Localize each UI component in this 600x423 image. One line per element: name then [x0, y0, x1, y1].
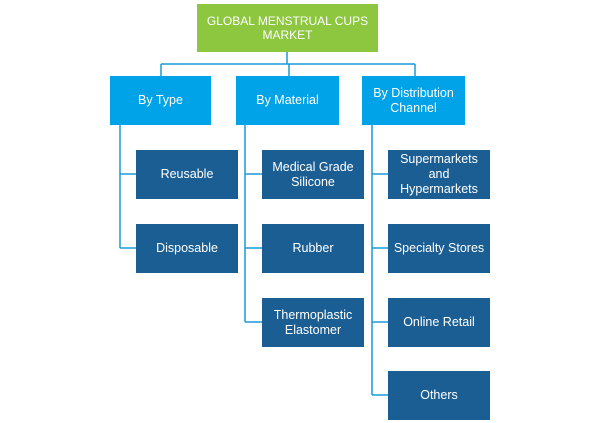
item-label: Rubber [292, 241, 334, 255]
item-label: Online Retail [403, 315, 475, 329]
item-others: Others [388, 371, 490, 420]
item-label: Supermarkets and Hypermarkets [400, 152, 478, 196]
item-thermoplastic-elastomer: Thermoplastic Elastomer [262, 298, 364, 347]
item-label: Disposable [156, 241, 218, 255]
category-by-type: By Type [110, 76, 211, 125]
item-label: Specialty Stores [393, 241, 485, 255]
item-disposable: Disposable [136, 224, 238, 273]
root-node: GLOBAL MENSTRUAL CUPS MARKET [197, 4, 378, 52]
category-label: By Type [138, 93, 183, 107]
item-online-retail: Online Retail [388, 298, 490, 347]
item-label: Others [420, 388, 458, 402]
category-label: By Distribution Channel [373, 85, 454, 115]
item-medical-grade-silicone: Medical Grade Silicone [262, 150, 364, 199]
item-label: Medical Grade Silicone [272, 159, 354, 189]
item-label: Reusable [160, 167, 214, 181]
category-by-distribution-channel: By Distribution Channel [362, 76, 465, 125]
item-reusable: Reusable [136, 150, 238, 199]
item-supermarkets-and-hypermarkets: Supermarkets and Hypermarkets [388, 150, 490, 199]
category-by-material: By Material [236, 76, 339, 125]
root-label: GLOBAL MENSTRUAL CUPS MARKET [206, 14, 369, 42]
item-rubber: Rubber [262, 224, 364, 273]
item-label: Thermoplastic Elastomer [273, 307, 353, 337]
item-specialty-stores: Specialty Stores [388, 224, 490, 273]
category-label: By Material [256, 93, 319, 107]
